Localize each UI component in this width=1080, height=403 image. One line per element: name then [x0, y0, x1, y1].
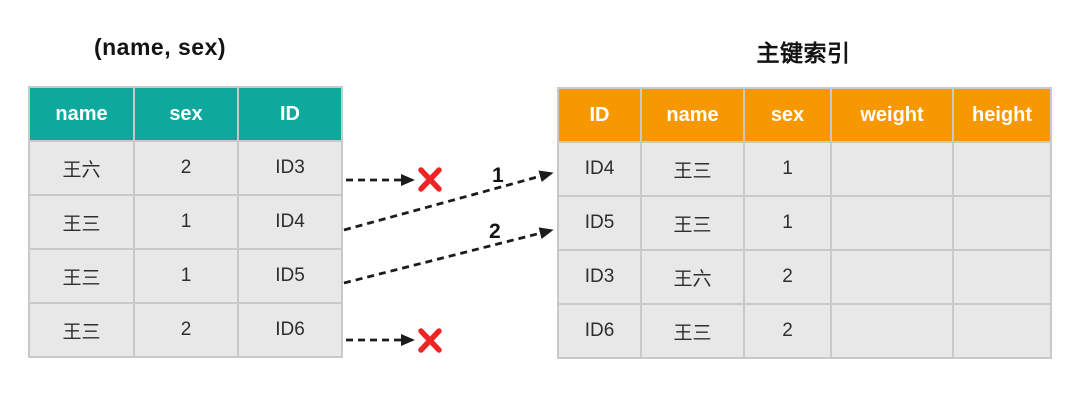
column-header-id: ID	[237, 86, 343, 142]
table-cell: 1	[743, 141, 832, 197]
table-cell: 2	[133, 140, 239, 196]
arrow-label-2: 2	[489, 220, 501, 243]
table-cell: 王六	[640, 249, 745, 305]
right-table-header-row: ID name sex weight height	[557, 87, 1052, 143]
table-cell: 王三	[28, 194, 135, 250]
table-cell	[952, 141, 1052, 197]
table-cell: ID4	[557, 141, 642, 197]
table-row: 王六 2 ID3	[28, 140, 343, 196]
column-header-sex: sex	[743, 87, 832, 143]
table-row: ID5 王三 1	[557, 195, 1052, 251]
table-cell: 王三	[28, 302, 135, 358]
table-cell: 王三	[640, 141, 745, 197]
table-row: ID6 王三 2	[557, 303, 1052, 359]
table-cell: ID4	[237, 194, 343, 250]
table-row: ID4 王三 1	[557, 141, 1052, 197]
table-cell	[830, 303, 954, 359]
table-cell: 1	[133, 194, 239, 250]
table-cell	[830, 141, 954, 197]
table-cell: 王三	[640, 195, 745, 251]
left-table-title: (name, sex)	[93, 34, 227, 60]
column-header-height: height	[952, 87, 1052, 143]
reject-cross-icon	[418, 167, 442, 192]
arrow-id4-lookup	[343, 170, 554, 232]
table-cell: ID5	[557, 195, 642, 251]
table-cell: 1	[133, 248, 239, 304]
table-cell: ID6	[557, 303, 642, 359]
primary-key-index-table: ID name sex weight height ID4 王三 1 ID5 王…	[557, 87, 1052, 359]
table-row: 王三 1 ID5	[28, 248, 343, 304]
table-cell	[830, 195, 954, 251]
left-table-header-row: name sex ID	[28, 86, 343, 142]
table-cell	[952, 303, 1052, 359]
table-cell: ID3	[557, 249, 642, 305]
table-row: ID3 王六 2	[557, 249, 1052, 305]
table-cell: 1	[743, 195, 832, 251]
table-cell	[952, 249, 1052, 305]
table-cell: ID5	[237, 248, 343, 304]
right-table-title: 主键索引	[756, 40, 851, 66]
table-cell: 王三	[28, 248, 135, 304]
table-cell: 王三	[640, 303, 745, 359]
column-header-id: ID	[557, 87, 642, 143]
table-cell	[952, 195, 1052, 251]
table-cell: 2	[743, 249, 832, 305]
reject-cross-icon	[418, 328, 442, 353]
table-cell: ID3	[237, 140, 343, 196]
arrow-id5-lookup	[343, 227, 554, 285]
column-header-sex: sex	[133, 86, 239, 142]
column-header-weight: weight	[830, 87, 954, 143]
arrow-label-1: 1	[492, 164, 504, 187]
column-header-name: name	[640, 87, 745, 143]
table-cell: ID6	[237, 302, 343, 358]
table-cell	[830, 249, 954, 305]
table-row: 王三 2 ID6	[28, 302, 343, 358]
column-header-name: name	[28, 86, 135, 142]
table-cell: 2	[133, 302, 239, 358]
table-cell: 2	[743, 303, 832, 359]
table-cell: 王六	[28, 140, 135, 196]
table-row: 王三 1 ID4	[28, 194, 343, 250]
secondary-index-table: name sex ID 王六 2 ID3 王三 1 ID4 王三 1 ID5	[28, 86, 343, 358]
